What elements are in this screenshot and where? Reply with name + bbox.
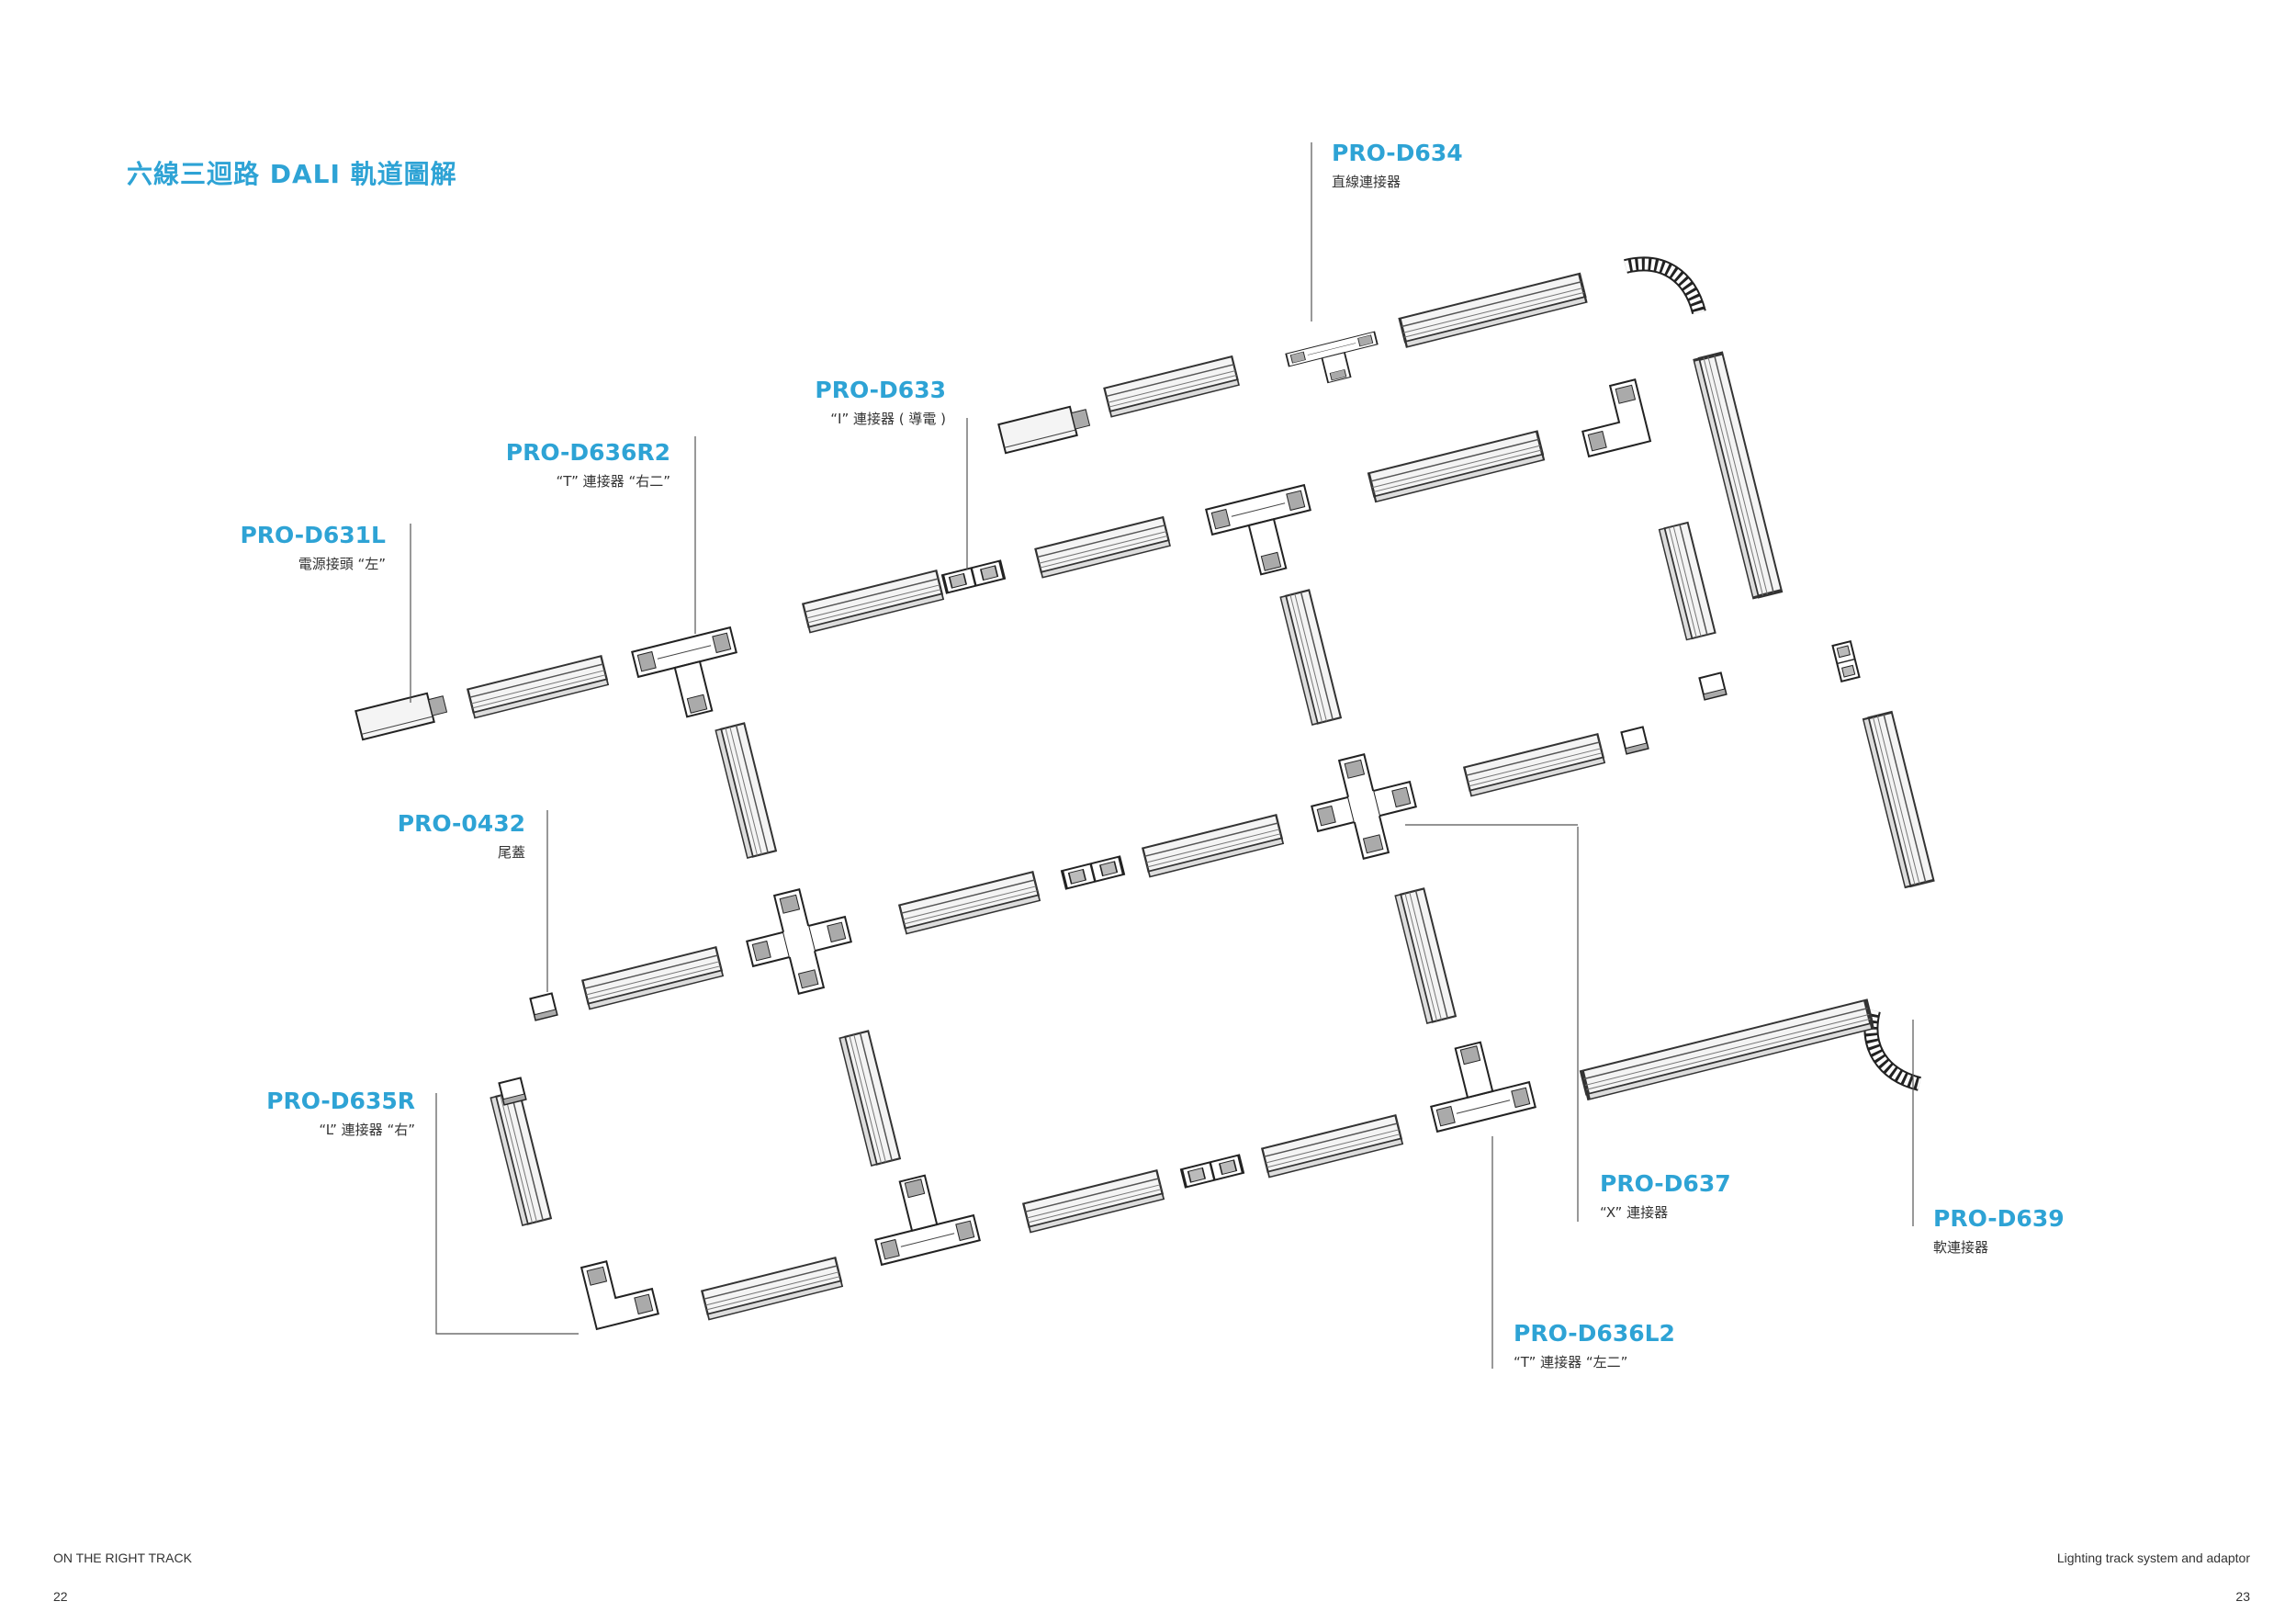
label-pro-0432: PRO-0432 尾蓋 [386,810,525,862]
label-pro-d639: PRO-D639 軟連接器 [1933,1205,2065,1257]
product-code: PRO-D637 [1600,1170,1731,1197]
track-segment [1463,733,1606,797]
t-connector [861,1165,981,1266]
label-pro-d636r2: PRO-D636R2 “T” 連接器 “右二” [496,439,670,491]
footer-left-page-number: 22 [53,1589,68,1604]
product-description: 直線連接器 [1332,174,1401,190]
label-pro-d636l2: PRO-D636L2 “T” 連接器 “左二” [1514,1320,1675,1371]
track-segment [1034,515,1172,579]
product-description: “X” 連接器 [1600,1204,1669,1221]
footer-right-page-number: 23 [2235,1589,2250,1604]
product-description: 電源接頭 “左” [298,556,386,572]
t-connector [1205,484,1324,585]
product-description: 尾蓋 [497,844,525,861]
track-segment [1142,814,1285,878]
product-code: PRO-D634 [1332,140,1463,166]
track-segment [1862,710,1935,889]
track-segment [467,655,610,719]
end-cap [1620,726,1649,755]
track-segment [1367,430,1546,503]
track-segment [1261,1114,1404,1179]
product-code: PRO-D633 [815,377,946,403]
label-pro-d635r: PRO-D635R “L” 連接器 “右” [248,1088,415,1139]
track-segment [715,722,778,860]
t-connector [631,626,750,727]
l-connector [1572,378,1651,457]
i-connector [940,558,1007,595]
power-feed [355,688,450,741]
track-segment [1394,887,1458,1025]
end-cap [529,992,558,1021]
end-cap [498,1077,527,1106]
flexible-connector [1871,1010,1919,1084]
product-description: “T” 連接器 “左二” [1514,1354,1628,1370]
product-description: “I” 連接器 ( 導電 ) [830,411,946,427]
track-segment [898,871,1041,935]
product-description: “L” 連接器 “右” [319,1122,415,1138]
flexible-connector [1626,264,1699,312]
t-connector [1417,1032,1536,1133]
track-segment [838,1030,902,1167]
track-segment [1279,589,1343,727]
i-connector [1179,1153,1245,1190]
label-pro-d637: PRO-D637 “X” 連接器 [1600,1170,1731,1222]
page-title: 六線三迴路 DALI 軌道圖解 [127,159,457,189]
product-code: PRO-D635R [266,1088,415,1114]
i-connector [1831,640,1861,682]
track-segment [1581,1000,1873,1100]
product-description: 軟連接器 [1933,1239,1989,1256]
track-segment [1694,354,1782,598]
x-connector [1301,744,1426,869]
product-code: PRO-D636L2 [1514,1320,1675,1347]
track-segment [1022,1169,1165,1234]
product-code: PRO-D639 [1933,1205,2065,1232]
straight-connector [1285,331,1385,392]
track-segment [701,1257,844,1321]
footer-left-title: ON THE RIGHT TRACK [53,1551,192,1565]
track-segment [581,946,725,1010]
x-connector [737,879,861,1004]
i-connector [1060,854,1126,891]
track-segment [802,570,945,634]
product-description: “T” 連接器 “右二” [556,473,670,490]
track-segment [997,401,1093,455]
label-pro-d631l: PRO-D631L 電源接頭 “左” [230,522,386,573]
l-connector [580,1251,659,1330]
leader-lines [410,142,1914,1369]
label-pro-d634: PRO-D634 直線連接器 [1332,140,1463,191]
track-segment [1398,272,1588,349]
footer-right-title: Lighting track system and adaptor [2056,1551,2250,1565]
product-code: PRO-D636R2 [505,439,670,466]
product-code: PRO-0432 [397,810,525,837]
label-pro-d633: PRO-D633 “I” 連接器 ( 導電 ) [808,377,946,428]
track-segment [1103,355,1241,418]
track-segment [490,1089,553,1227]
product-code: PRO-D631L [240,522,386,548]
track-segment [1658,521,1716,641]
end-cap [1698,671,1728,701]
